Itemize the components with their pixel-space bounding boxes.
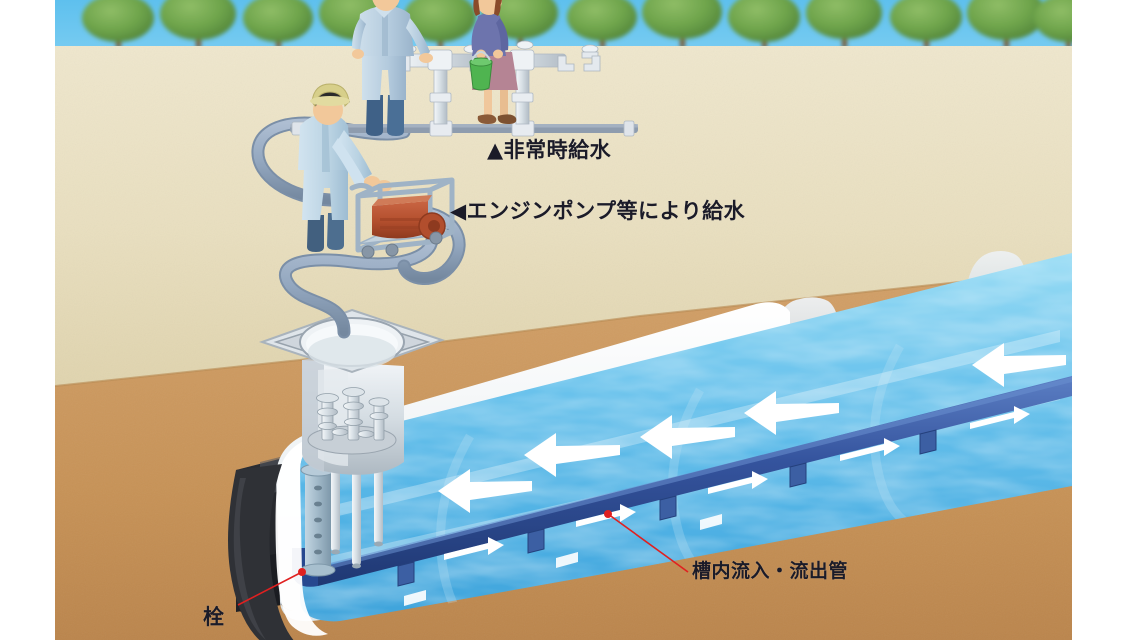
pipe-type-water-reservoir xyxy=(228,251,1072,640)
faucet-icon xyxy=(557,44,599,72)
leader-line-inflow-outflow xyxy=(607,513,689,573)
tree-item xyxy=(967,0,1045,48)
soil-boundary-line xyxy=(55,269,1072,387)
water-bucket xyxy=(469,51,493,91)
manhole-access-shaft xyxy=(302,356,404,475)
tree-item xyxy=(160,0,236,48)
perforated-standpipe xyxy=(300,463,336,577)
tree-item xyxy=(1034,0,1072,48)
label-emergency-supply: ▲非常時給水 xyxy=(487,138,612,162)
flow-arrow xyxy=(744,391,839,435)
faucet-icon xyxy=(583,55,601,72)
engine-pump xyxy=(349,177,455,259)
valve-cluster xyxy=(307,387,397,455)
worker-at-faucet xyxy=(352,0,433,136)
liner-tabs xyxy=(404,514,722,606)
tree-item xyxy=(642,0,722,48)
flow-arrow xyxy=(640,415,735,459)
label-plug: 栓 xyxy=(203,605,225,629)
end-plug-highlight xyxy=(233,478,266,640)
leader-dot-plug xyxy=(298,568,306,576)
tree-item xyxy=(82,0,154,48)
tree-item xyxy=(243,0,313,48)
label-tank-inflow-outflow-pipe: 槽内流入・流出管 xyxy=(692,560,849,582)
manhole-access-hatch xyxy=(258,308,446,374)
tree-item xyxy=(404,0,476,48)
resident-with-bucket xyxy=(469,0,518,124)
tree-item xyxy=(728,0,800,48)
faucet-icon xyxy=(516,40,534,50)
tree-item xyxy=(567,0,637,48)
leader-dot-inflow-outflow xyxy=(604,510,612,518)
worker-operating-pump xyxy=(298,83,392,252)
annotation-leaders xyxy=(237,510,689,606)
reservoir-cut-rim xyxy=(275,434,330,636)
flow-arrow xyxy=(438,469,532,513)
tree-item xyxy=(806,0,882,48)
flow-arrow xyxy=(972,343,1066,387)
flow-arrow xyxy=(524,433,620,477)
label-engine-pump-supply: ◀エンジンポンプ等により給水 xyxy=(450,199,746,223)
leader-line-plug xyxy=(237,571,303,606)
tree-item xyxy=(890,0,962,48)
water-flow-arrows xyxy=(438,343,1066,513)
